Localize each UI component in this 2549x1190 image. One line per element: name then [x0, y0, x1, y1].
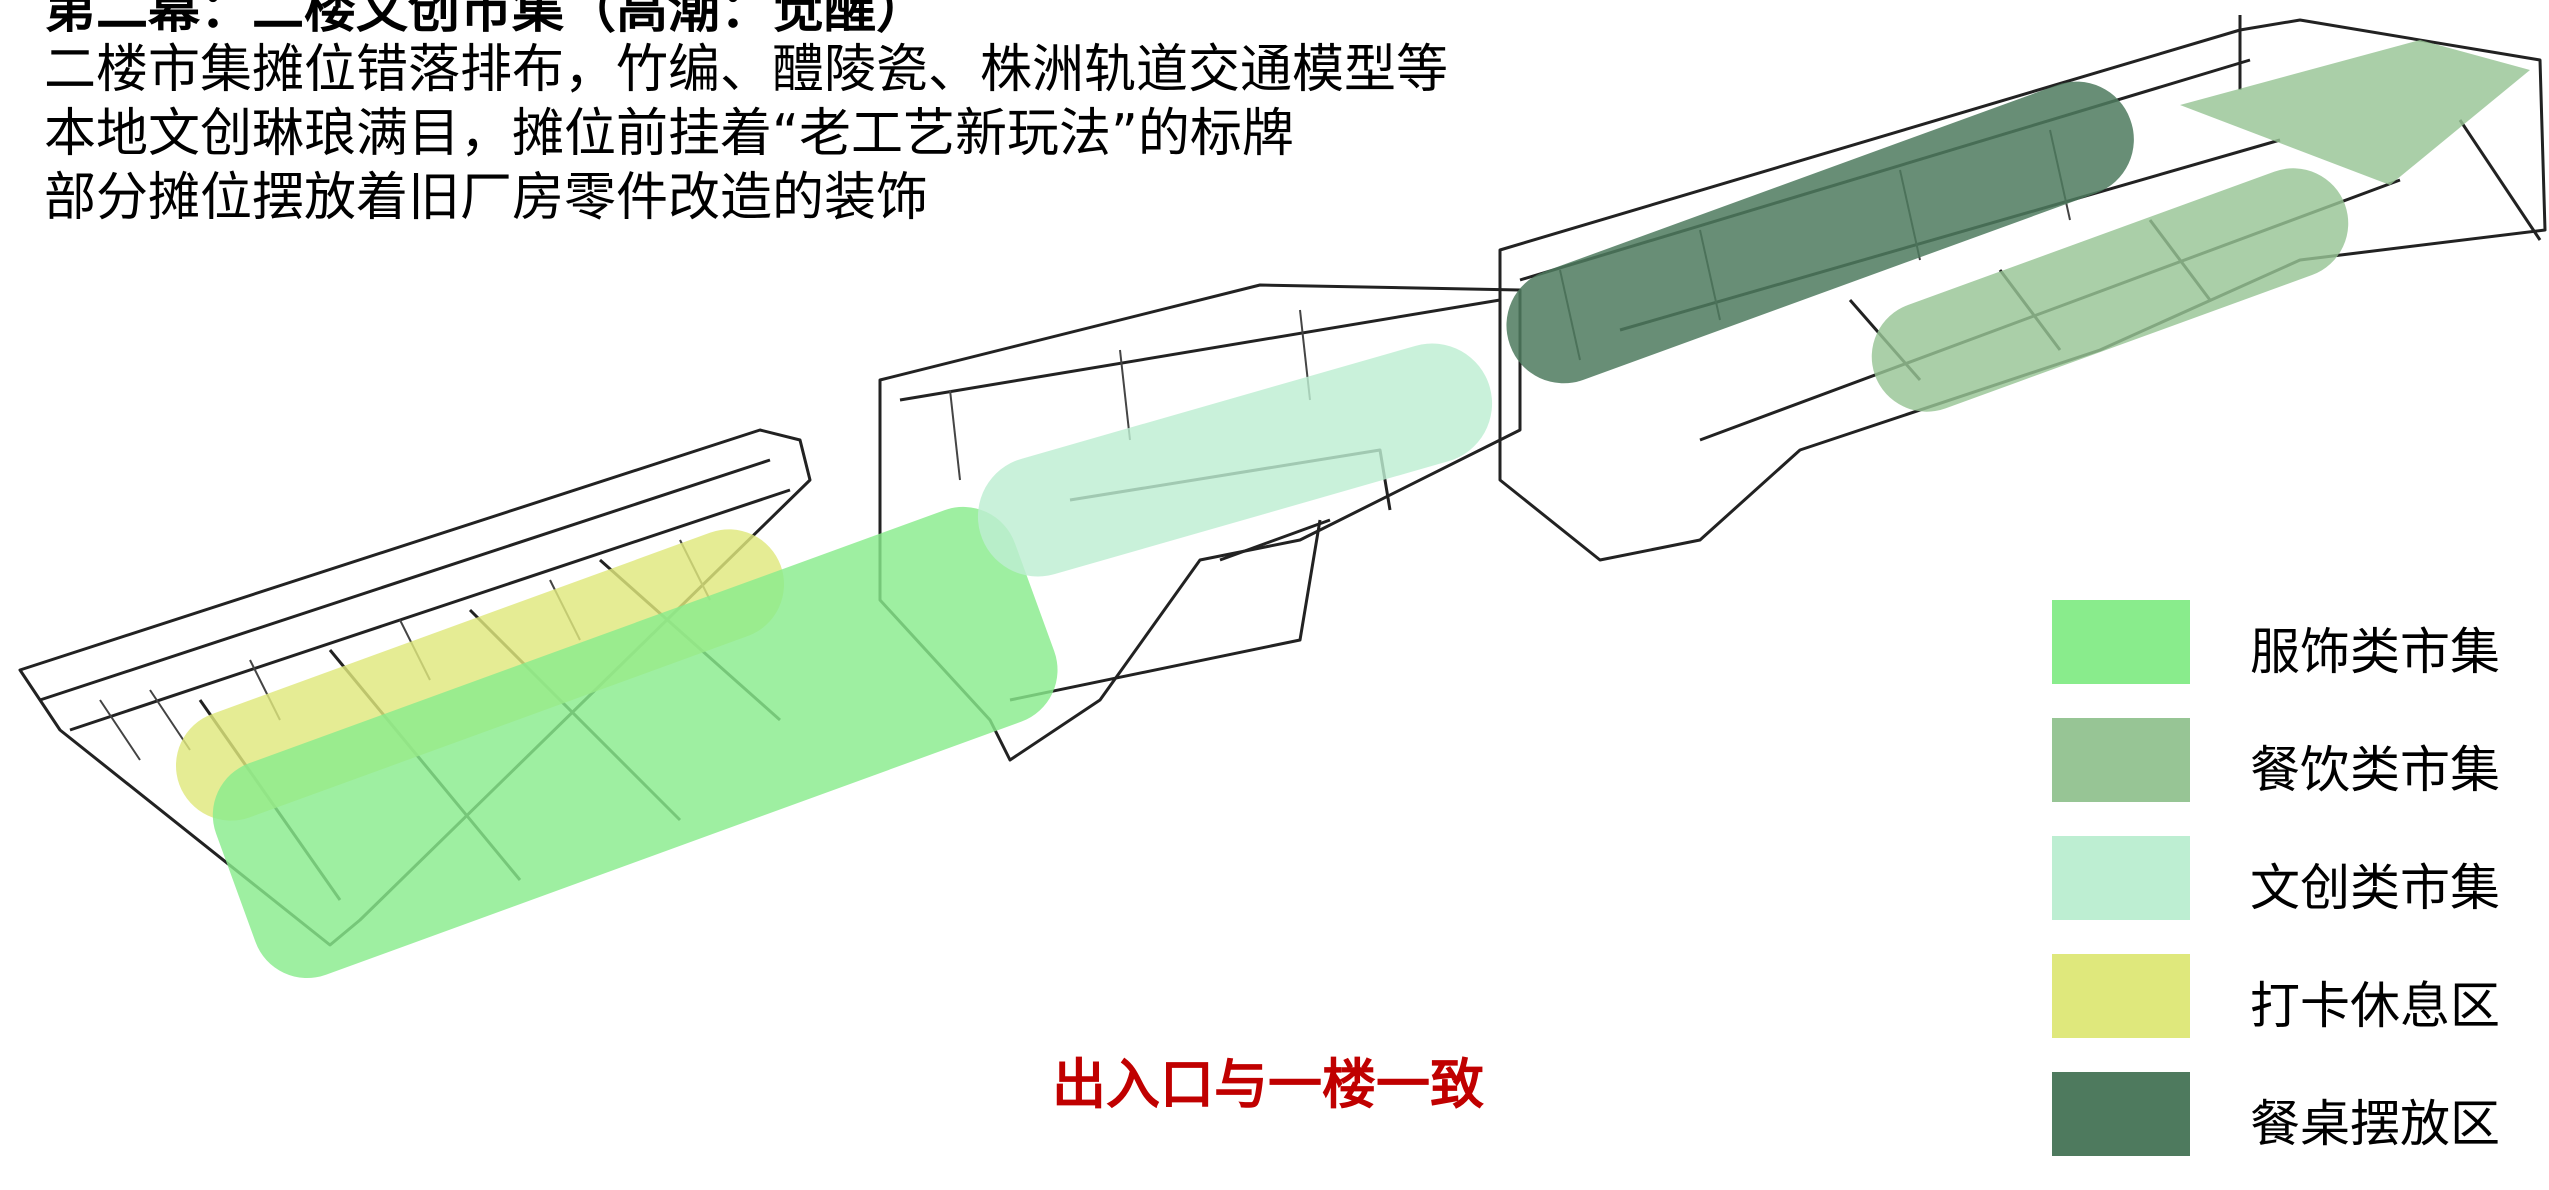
legend-label-cultural: 文创类市集 — [2250, 859, 2500, 917]
scene-heading: 第二幕：二楼文创市集（高潮：觉醒） — [44, 0, 929, 40]
legend-label-rest: 打卡休息区 — [2250, 977, 2500, 1035]
legend-swatch-cultural — [2052, 836, 2190, 920]
zone-food-market-upper — [2180, 40, 2530, 185]
zone-clothing-market — [212, 506, 1058, 979]
zone-dining-table-area — [1506, 81, 2134, 384]
description-line-2: 本地文创琳琅满目，摊位前挂着“老工艺新玩法”的标牌 — [44, 104, 1294, 164]
zone-cultural-market — [977, 343, 1493, 577]
legend-swatch-clothing — [2052, 600, 2190, 684]
legend-swatch-food — [2052, 718, 2190, 802]
legend-label-clothing: 服饰类市集 — [2250, 623, 2500, 681]
legend-swatch-dining-table — [2052, 1072, 2190, 1156]
legend-label-food: 餐饮类市集 — [2250, 741, 2500, 799]
zone-overlays — [175, 40, 2530, 979]
legend-label-dining-table: 餐桌摆放区 — [2250, 1095, 2500, 1153]
description-line-3: 部分摊位摆放着旧厂房零件改造的装饰 — [44, 168, 929, 228]
zone-food-market — [1871, 168, 2349, 412]
floor-plan-drawing — [18, 15, 2547, 979]
description-line-1: 二楼市集摊位错落排布，竹编、醴陵瓷、株洲轨道交通模型等 — [44, 40, 1449, 100]
entrance-note: 出入口与一楼一致 — [1052, 1053, 1484, 1116]
scene-description: 二楼市集摊位错落排布，竹编、醴陵瓷、株洲轨道交通模型等 本地文创琳琅满目，摊位前… — [44, 38, 1448, 230]
legend-swatch-rest — [2052, 954, 2190, 1038]
